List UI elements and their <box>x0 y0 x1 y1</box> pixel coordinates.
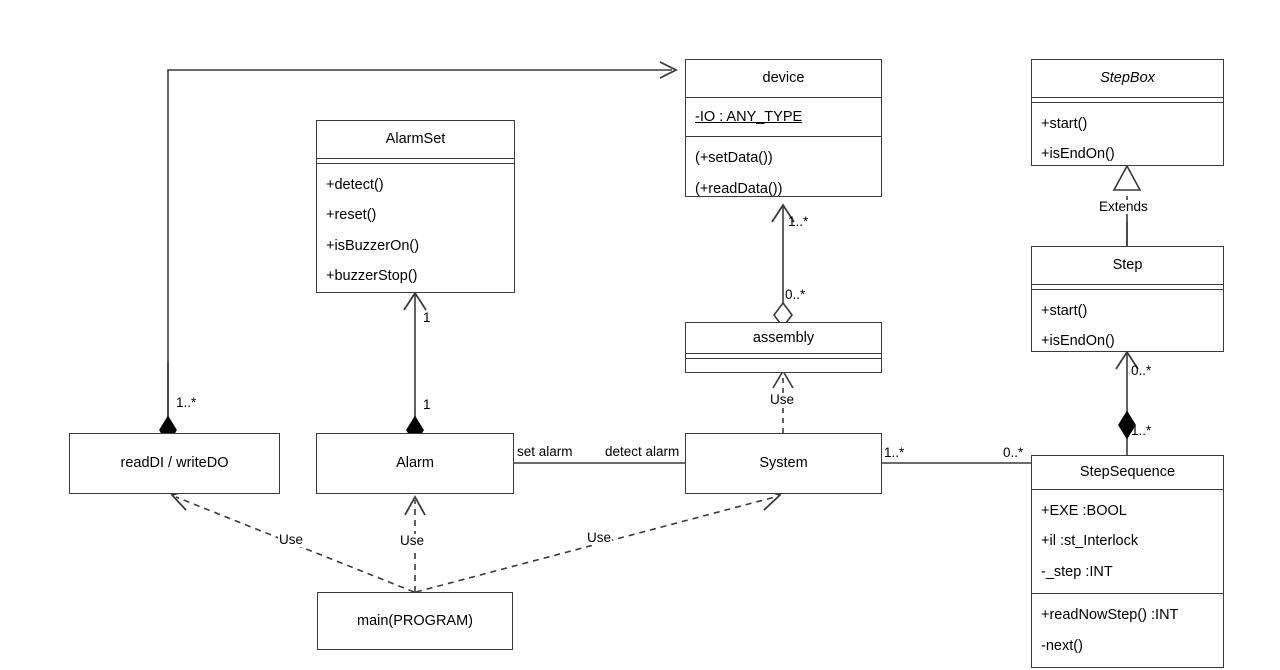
multiplicity-alarmset-end: 1 <box>423 310 431 325</box>
edge-label-use-main-system: Use <box>586 530 613 545</box>
class-box-alarm[interactable]: Alarm <box>316 433 514 494</box>
multiplicity-assembly-to-device: 0..* <box>785 287 806 302</box>
operation-row: +isBuzzerOn() <box>326 237 420 254</box>
operations-compartment-alarmset: +detect() +reset() +isBuzzerOn() +buzzer… <box>317 164 514 298</box>
operation-row: (+readData()) <box>695 180 783 197</box>
operations-compartment-stepsequence: +readNowStep() :INT -next() <box>1032 594 1223 667</box>
multiplicity-stepsequence-to-step: 1..* <box>1131 423 1152 438</box>
compartment-divider-empty <box>686 352 881 359</box>
operation-row: (+setData()) <box>695 150 773 166</box>
attribute-row: +EXE :BOOL <box>1041 502 1127 519</box>
operation-row: +detect() <box>326 176 384 193</box>
class-box-readdi-writedo[interactable]: readDI / writeDO <box>69 433 280 494</box>
class-box-stepbox[interactable]: StepBox +start() +isEndOn() <box>1031 59 1224 166</box>
edge-label-detect-alarm: detect alarm <box>604 444 681 459</box>
operations-compartment-device: (+setData()) (+readData()) <box>686 137 881 210</box>
multiplicity-system-end: 1..* <box>884 445 905 460</box>
class-box-main-program[interactable]: main(PROGRAM) <box>317 592 513 650</box>
attributes-compartment-device: -IO : ANY_TYPE <box>686 98 881 137</box>
compartment-divider-empty-attributes <box>317 157 514 164</box>
class-name-alarm: Alarm <box>396 455 434 472</box>
multiplicity-step-end: 0..* <box>1131 363 1152 378</box>
edge-label-use-system-assembly: Use <box>769 392 796 407</box>
class-box-step[interactable]: Step +start() +isEndOn() <box>1031 246 1224 352</box>
attribute-row: -IO : ANY_TYPE <box>695 108 803 125</box>
class-name-system: System <box>759 455 808 472</box>
class-name-main-program: main(PROGRAM) <box>356 612 473 629</box>
operation-row: +readNowStep() :INT <box>1041 607 1179 623</box>
multiplicity-readdi-end: 1..* <box>176 395 197 410</box>
compartment-divider <box>1032 593 1223 594</box>
multiplicity-stepsequence-end: 0..* <box>1003 445 1024 460</box>
class-name-stepsequence: StepSequence <box>1079 464 1176 480</box>
class-box-system[interactable]: System <box>685 433 882 494</box>
compartment-divider <box>686 136 881 137</box>
operation-row: +isEndOn() <box>1041 146 1115 162</box>
compartment-divider <box>1032 488 1223 490</box>
attribute-row: -_step :INT <box>1041 563 1113 580</box>
operation-row: +isEndOn() <box>1041 333 1115 349</box>
class-name-step: Step <box>1112 257 1143 273</box>
class-name-assembly: assembly <box>752 330 815 346</box>
multiplicity-alarm-end: 1 <box>423 397 431 412</box>
class-box-stepsequence[interactable]: StepSequence +EXE :BOOL +il :st_Interloc… <box>1031 455 1224 668</box>
attribute-row: +il :st_Interlock <box>1041 533 1139 549</box>
compartment-divider <box>686 96 881 98</box>
operation-row: +buzzerStop() <box>326 268 418 284</box>
class-name-alarmset: AlarmSet <box>385 131 446 147</box>
edge-label-set-alarm: set alarm <box>516 444 574 459</box>
operation-row: +reset() <box>326 207 377 223</box>
operation-row: +start() <box>1041 302 1088 319</box>
operation-row: +start() <box>1041 115 1088 132</box>
class-box-assembly[interactable]: assembly <box>685 322 882 373</box>
class-name-device: device <box>762 70 805 86</box>
attributes-compartment-stepsequence: +EXE :BOOL +il :st_Interlock -_step :INT <box>1032 490 1223 594</box>
edge-label-use-main-alarm: Use <box>399 533 426 548</box>
edge-composition-readdi <box>159 362 177 445</box>
compartment-divider-empty-attributes <box>1032 96 1223 103</box>
edge-label-extends: Extends <box>1098 199 1149 214</box>
operation-row: -next() <box>1041 637 1083 654</box>
multiplicity-device-from-assembly: 1..* <box>788 214 809 229</box>
operations-compartment-stepbox: +start() +isEndOn() <box>1032 103 1223 176</box>
class-box-alarmset[interactable]: AlarmSet +detect() +reset() +isBuzzerOn(… <box>316 120 515 293</box>
class-box-device[interactable]: device -IO : ANY_TYPE (+setData()) (+rea… <box>685 59 882 197</box>
class-name-readdi-writedo: readDI / writeDO <box>120 455 229 472</box>
operations-compartment-step: +start() +isEndOn() <box>1032 290 1223 363</box>
compartment-divider-empty-attributes <box>1032 283 1223 290</box>
class-name-stepbox: StepBox <box>1100 70 1155 86</box>
edge-label-use-main-readdi: Use <box>278 532 305 547</box>
